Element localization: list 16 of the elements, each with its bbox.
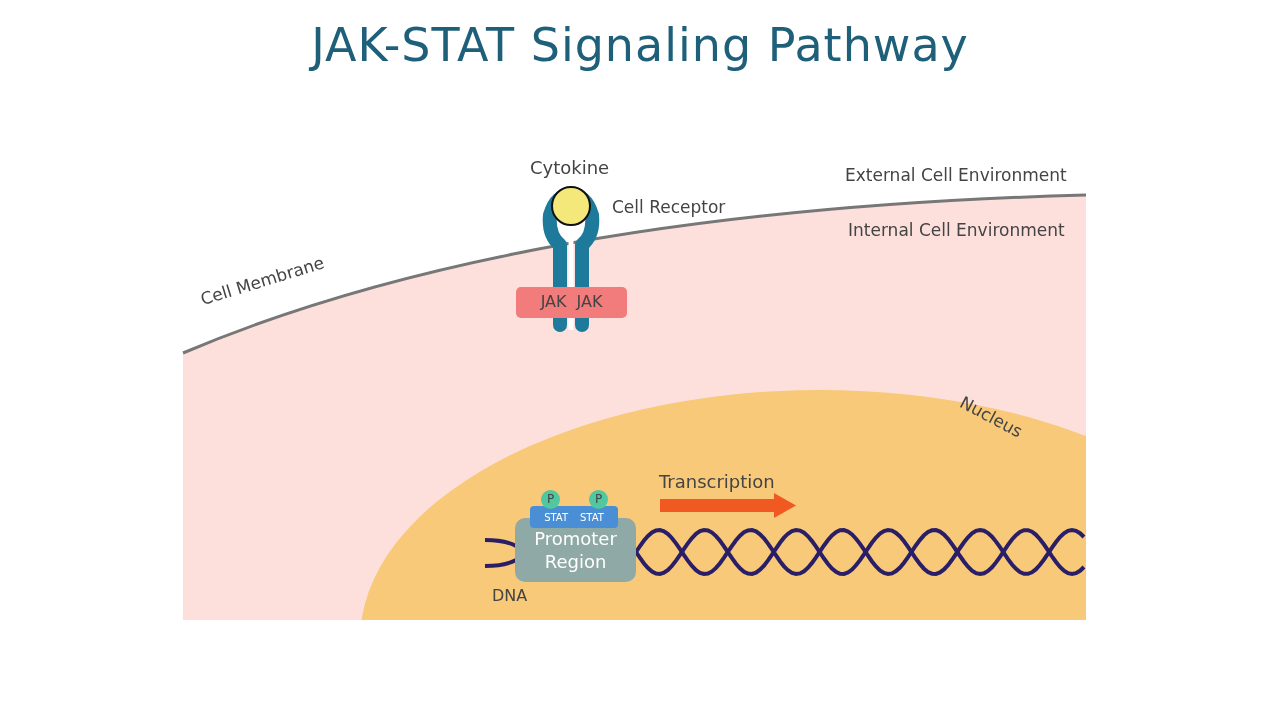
title: JAK-STAT Signaling Pathway	[308, 18, 970, 72]
node-label: STAT	[544, 510, 568, 524]
stat-bar	[530, 506, 618, 528]
node-label: JAK	[540, 292, 567, 313]
jak-box	[516, 287, 627, 318]
node-label: P	[546, 491, 555, 508]
dna-label: DNA	[492, 586, 528, 605]
node-label: JAK	[576, 292, 603, 313]
receptor-label: Cell Receptor	[612, 197, 726, 217]
region-label: Internal Cell Environment	[848, 220, 1065, 240]
node-label: P	[594, 491, 603, 508]
cytokine-label: Cytokine	[530, 157, 610, 178]
transcription-label: Transcription	[659, 471, 775, 492]
region-label: External Cell Environment	[845, 165, 1067, 185]
node-label: STAT	[580, 510, 604, 524]
promoter-label: Promoter Region	[533, 526, 618, 574]
